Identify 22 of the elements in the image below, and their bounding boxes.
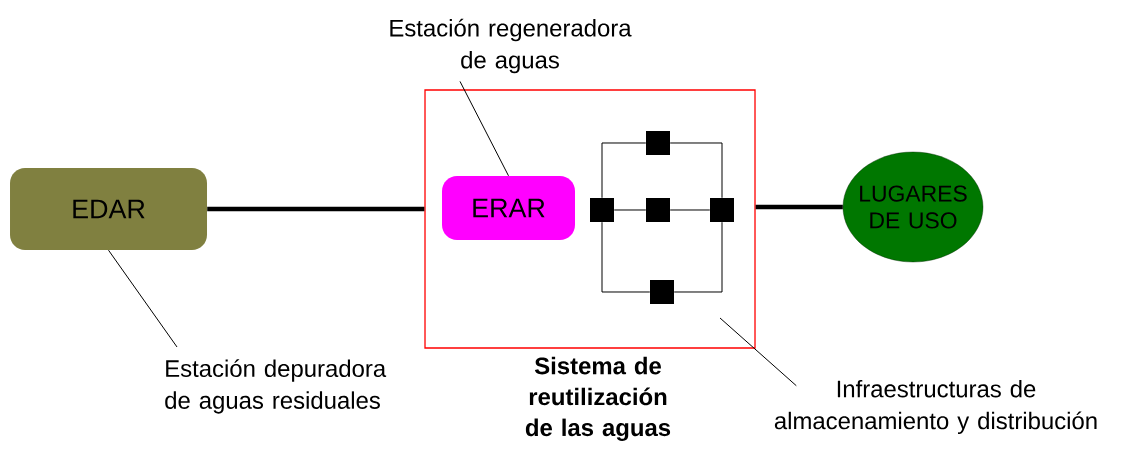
connector-line (601, 221, 651, 293)
connector-line (613, 209, 647, 211)
annotation-text: Estación depuradora de aguas residuales (165, 359, 387, 414)
connector-line (669, 142, 723, 199)
valve-square (710, 198, 734, 222)
pipe-line (207, 206, 425, 212)
box-caption: Sistema de reutilización de las aguas (525, 356, 671, 441)
pipe-line (755, 204, 843, 210)
connector-line (673, 221, 723, 293)
leader-line (719, 317, 797, 387)
leader-line (459, 80, 509, 177)
connector-line (601, 142, 647, 199)
leader-line (108, 249, 178, 348)
annotation-text: Infraestructuras de almacenamiento y distribución (774, 379, 1097, 435)
annotation-text: Estación regeneradora de aguas (390, 18, 632, 74)
valve-square (590, 198, 614, 222)
connector-line (669, 209, 711, 211)
station-box: ERAR (442, 176, 575, 240)
treatment-box: EDAR (10, 168, 207, 250)
valve-square (650, 280, 674, 304)
valve-square (646, 131, 670, 155)
valve-square (646, 198, 670, 222)
